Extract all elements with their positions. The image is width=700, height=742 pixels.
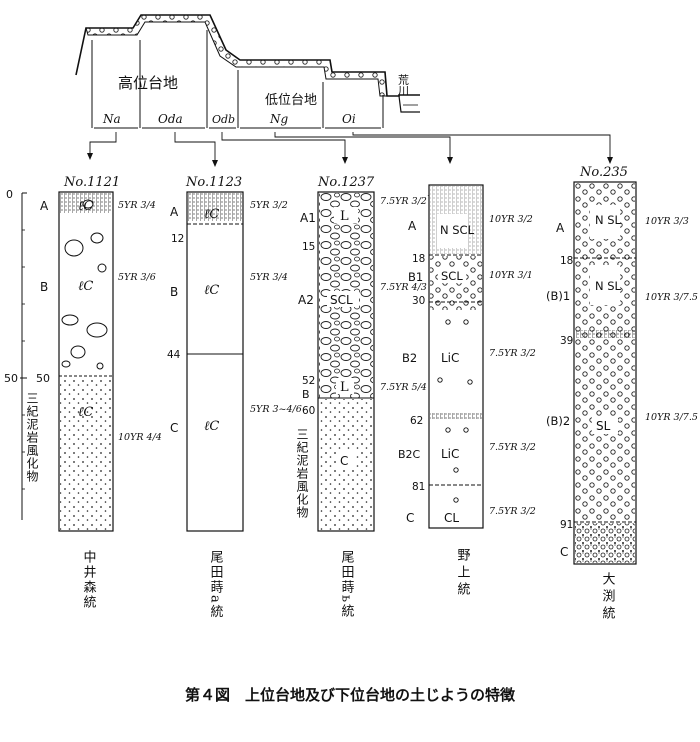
soil-series-name: 中井森統 bbox=[81, 550, 97, 610]
profile-235: No.235 A 18 (B)1 39 (B)2 91 C N SL N SL … bbox=[546, 165, 698, 623]
unit-label-ng: Ng bbox=[269, 112, 289, 126]
horizon-name: C bbox=[560, 545, 568, 559]
depth-label: 60 bbox=[302, 405, 315, 417]
depth-label: 50 bbox=[36, 372, 50, 385]
unit-label-na: Na bbox=[102, 112, 121, 126]
horizon-name: A bbox=[556, 221, 565, 235]
munsell-color: 5YR 3/6 bbox=[118, 272, 156, 283]
depth-label: 52 bbox=[302, 375, 315, 387]
munsell-color: 5YR 3/4 bbox=[250, 272, 288, 283]
soil-series-name: 野上統 bbox=[455, 548, 471, 599]
soil-series-name: 大渕統 bbox=[600, 572, 616, 623]
texture-label: SL bbox=[596, 419, 611, 433]
unit-label-oi: Oi bbox=[342, 112, 356, 126]
texture-label: ℓC bbox=[204, 207, 219, 222]
texture-label: L bbox=[340, 380, 349, 395]
horizon-name: A1 bbox=[300, 211, 316, 225]
texture-label: N SL bbox=[595, 213, 622, 227]
texture-label: SCL bbox=[330, 293, 353, 307]
texture-label: L bbox=[340, 209, 349, 224]
connector-arrowheads bbox=[87, 153, 613, 167]
depth-label: 15 bbox=[302, 241, 315, 253]
profile-id: No.1121 bbox=[63, 175, 120, 190]
depth-label: 62 bbox=[410, 415, 423, 427]
horizon-name: B2C bbox=[398, 448, 421, 461]
terrace-cross-section: 高位台地 低位台地 荒川 Na Oda Odb Ng Oi bbox=[75, 14, 613, 167]
munsell-color: 10YR 3/7.5 bbox=[645, 412, 698, 423]
munsell-color: 7.5YR 3/2 bbox=[489, 442, 536, 453]
river-bank bbox=[398, 95, 420, 113]
profile-id: No.235 bbox=[579, 165, 628, 180]
depth-axis: 0 50 bbox=[4, 188, 27, 520]
munsell-color: 7.5YR 4/3 bbox=[380, 282, 427, 293]
texture-label: CL bbox=[444, 511, 459, 525]
horizon-name: B2 bbox=[402, 351, 417, 365]
horizon-name: C bbox=[406, 511, 414, 525]
munsell-color: 10YR 3/2 bbox=[489, 214, 533, 225]
horizon-name: A bbox=[170, 205, 179, 219]
texture-label: ℓC bbox=[78, 405, 93, 420]
depth-tick-50: 50 bbox=[4, 372, 18, 385]
texture-label: N SL bbox=[595, 279, 622, 293]
texture-label: LiC bbox=[441, 351, 459, 365]
unit-label-oda: Oda bbox=[158, 112, 183, 126]
munsell-color: 5YR 3~4/6 bbox=[250, 404, 302, 415]
horizon-name: (B)2 bbox=[546, 414, 570, 428]
munsell-color: 10YR 3/1 bbox=[489, 270, 533, 281]
depth-label: 18 bbox=[412, 253, 425, 265]
texture-label: ℓC bbox=[78, 199, 93, 214]
horizon-name: B bbox=[302, 388, 310, 401]
texture-label: ℓC bbox=[204, 419, 219, 434]
munsell-color: 10YR 3/3 bbox=[645, 216, 689, 227]
horizon-name: A bbox=[408, 219, 417, 233]
soil-series-name: 尾田蒔ь統 bbox=[339, 550, 355, 619]
munsell-color: 10YR 3/7.5 bbox=[645, 292, 698, 303]
horizon-name: B bbox=[170, 285, 178, 299]
horizon-name: B1 bbox=[408, 270, 423, 284]
depth-label: 81 bbox=[412, 481, 425, 493]
river-label: 荒川 bbox=[397, 74, 410, 96]
profile-1123: No.1123 A 12 B 44 C ℓC ℓC ℓC 5YR 3/2 5YR… bbox=[167, 175, 302, 620]
depth-label: 91 bbox=[560, 519, 573, 531]
soil-series-name: 尾田蒔a統 bbox=[208, 550, 224, 620]
munsell-color: 5YR 3/4 bbox=[118, 200, 156, 211]
unit-label-odb: Odb bbox=[212, 113, 235, 126]
texture-label: ℓC bbox=[78, 279, 93, 294]
munsell-color: 7.5YR 5/4 bbox=[380, 382, 427, 393]
depth-tick-0: 0 bbox=[6, 188, 13, 201]
texture-label: SCL bbox=[441, 269, 463, 283]
depth-label: 30 bbox=[412, 295, 425, 307]
munsell-color: 7.5YR 3/2 bbox=[489, 506, 536, 517]
depth-label: 44 bbox=[167, 349, 181, 361]
surface-layer-band bbox=[85, 14, 388, 97]
horizon-name: A2 bbox=[298, 293, 314, 307]
munsell-color: 7.5YR 3/2 bbox=[489, 348, 536, 359]
upper-terrace-label: 高位台地 bbox=[118, 74, 178, 92]
profile-1237: No.1237 A1 15 A2 52 B 60 L SCL L C 7.5YR… bbox=[295, 175, 427, 619]
texture-label: LiC bbox=[441, 447, 459, 461]
profile-1121: No.1121 A B 50 ℓC ℓC ℓC 5YR 3/4 5YR 3/6 … bbox=[25, 175, 162, 610]
parent-material-annotation: 三紀泥岩風化物 bbox=[25, 392, 39, 483]
profile-id: No.1123 bbox=[185, 175, 242, 190]
profile-id: No.1237 bbox=[317, 175, 375, 190]
munsell-color: 10YR 4/4 bbox=[118, 432, 162, 443]
lower-terrace-label: 低位台地 bbox=[265, 93, 317, 108]
texture-label: C bbox=[340, 454, 348, 468]
texture-label: N SCL bbox=[440, 223, 475, 237]
munsell-color: 7.5YR 3/2 bbox=[380, 196, 427, 207]
horizon-name: B bbox=[40, 280, 48, 294]
texture-label: ℓC bbox=[204, 283, 219, 298]
depth-label: 18 bbox=[560, 255, 573, 267]
figure-caption: 第４図 上位台地及び下位台地の土じようの特徴 bbox=[185, 686, 516, 704]
horizon-name: C bbox=[170, 421, 178, 435]
munsell-color: 5YR 3/2 bbox=[250, 200, 288, 211]
profile-102: No.102 A 18 B1 30 B2 62 B2C 81 C N SCL S… bbox=[398, 184, 536, 599]
parent-material-annotation: 三紀泥岩風化物 bbox=[295, 428, 309, 519]
horizon-name: A bbox=[40, 199, 49, 213]
horizon-name: (B)1 bbox=[546, 289, 570, 303]
depth-label: 12 bbox=[171, 233, 184, 245]
depth-label: 39 bbox=[560, 335, 573, 347]
connector-arrows bbox=[89, 132, 611, 163]
